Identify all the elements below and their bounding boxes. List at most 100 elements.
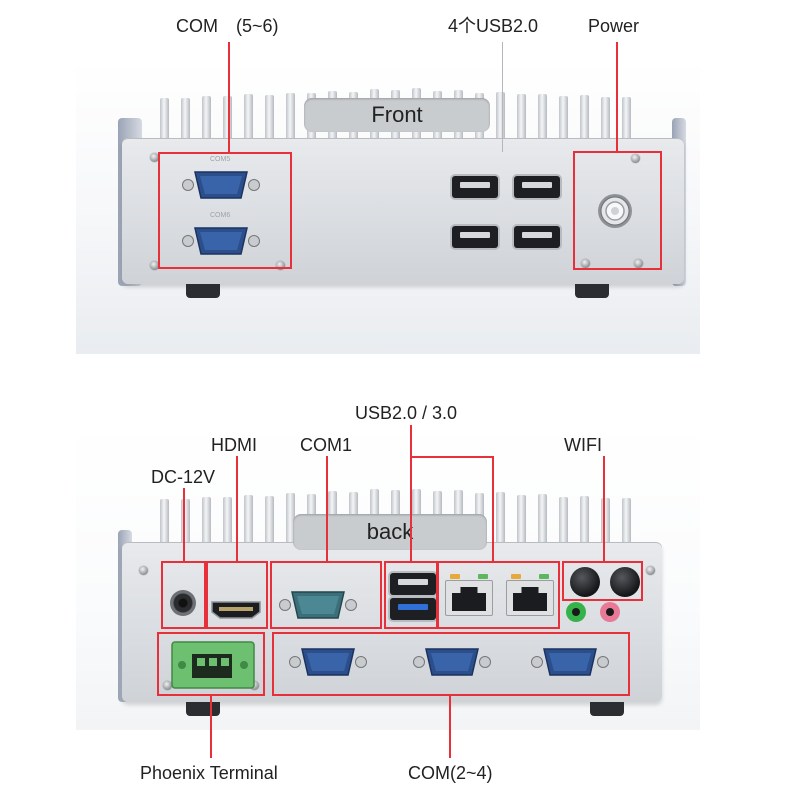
back-usb2-port — [390, 573, 436, 595]
phoenix-callout-line — [210, 696, 212, 758]
front-usb-port — [452, 226, 498, 248]
wifi-callout-line — [603, 456, 605, 561]
phoenix-callout-box — [157, 632, 265, 696]
lan-callout-line — [492, 456, 494, 561]
phoenix-label: Phoenix Terminal — [140, 763, 278, 783]
heatsink-fin — [181, 98, 190, 140]
heatsink-fin — [244, 495, 253, 544]
front-usb-port — [514, 226, 560, 248]
usb23-callout-box — [384, 561, 438, 629]
heatsink-fin — [622, 97, 631, 140]
com56-callout-box — [158, 152, 292, 269]
heatsink-fin — [496, 91, 505, 140]
screw — [581, 259, 590, 268]
screw — [163, 681, 172, 690]
dc-power-jack — [170, 590, 196, 616]
heatsink-fin — [265, 495, 274, 544]
front-usb-port — [452, 176, 498, 198]
hdmi-callout-box — [206, 561, 268, 629]
back-foot-right — [590, 702, 624, 716]
heatsink-fin — [517, 94, 526, 140]
wifi-antenna-connector — [570, 567, 600, 597]
com5-db9-port — [182, 171, 260, 199]
heatsink-fin — [160, 498, 169, 544]
front-foot-right — [575, 284, 609, 298]
com4-db9-port — [531, 648, 609, 676]
screw — [276, 261, 285, 270]
heatsink-fin — [580, 496, 589, 544]
heatsink-fin — [622, 497, 631, 544]
hdmi-label: HDMI — [211, 435, 257, 455]
usb23-callout-line — [410, 425, 412, 561]
usb-lan-connector-line — [410, 456, 494, 458]
hdmi-port — [211, 601, 261, 619]
com24-label: COM(2~4) — [408, 763, 493, 783]
heatsink-fin — [181, 498, 190, 544]
phoenix-terminal-connector — [171, 641, 255, 689]
back-usb3-port — [390, 598, 436, 620]
heatsink-fin — [202, 96, 211, 140]
wifi-callout-box — [562, 561, 643, 601]
heatsink-fin — [244, 94, 253, 140]
com1-label: COM1 — [300, 435, 353, 455]
heatsink-fin — [286, 92, 295, 140]
front-foot-left — [186, 284, 220, 298]
audio-mic-jack — [600, 602, 620, 622]
front-title: Front — [304, 98, 490, 132]
wifi-label: WIFI — [564, 435, 602, 455]
lan-callout-box — [437, 561, 560, 629]
back-foot-left — [186, 702, 220, 716]
heatsink-fin — [496, 492, 505, 544]
com1-callout-box — [270, 561, 382, 629]
heatsink-fin — [160, 97, 169, 140]
screw — [150, 261, 159, 270]
screw — [139, 566, 148, 575]
power-label: Power — [588, 16, 640, 36]
heatsink-fin — [559, 496, 568, 544]
heatsink-fin — [202, 496, 211, 544]
com56-callout-line — [228, 42, 230, 152]
front-usb-label: 4个USB2.0 — [448, 16, 539, 36]
screw — [634, 259, 643, 268]
usb-callout-line — [502, 42, 503, 152]
heatsink-fin — [580, 95, 589, 140]
front-panel — [122, 138, 684, 284]
front-usb-port — [514, 176, 560, 198]
screw — [150, 153, 159, 162]
usb23-label: USB2.0 / 3.0 — [355, 403, 458, 423]
com1-db9-port — [279, 591, 357, 619]
heatsink-fin — [601, 498, 610, 544]
heatsink-fin — [286, 493, 295, 544]
dc-callout-box — [161, 561, 206, 629]
power-callout-line — [616, 42, 618, 151]
heatsink-fin — [223, 96, 232, 140]
wifi-antenna-connector — [610, 567, 640, 597]
heatsink-fin — [601, 97, 610, 140]
power-button-icon — [598, 194, 632, 228]
power-callout-box — [573, 151, 662, 270]
com2-db9-port — [289, 648, 367, 676]
lan2-rj45-port — [506, 574, 554, 616]
com1-callout-line — [326, 456, 328, 561]
heatsink-fin — [265, 94, 274, 140]
heatsink-fin — [538, 494, 547, 544]
com3-db9-port — [413, 648, 491, 676]
com24-callout-box — [272, 632, 630, 696]
heatsink-fin — [517, 494, 526, 544]
hdmi-callout-line — [236, 456, 238, 561]
com6-db9-port — [182, 227, 260, 255]
heatsink-fin — [559, 95, 568, 140]
screw — [646, 566, 655, 575]
back-title: back — [293, 514, 487, 550]
com56-label: COM (5~6) — [176, 16, 279, 36]
heatsink-fin — [538, 93, 547, 140]
dc-callout-line — [183, 488, 185, 561]
com5-port-label: COM5 — [210, 156, 231, 163]
screw — [631, 154, 640, 163]
com24-callout-line — [449, 696, 451, 758]
heatsink-fin — [223, 497, 232, 544]
com6-port-label: COM6 — [210, 212, 231, 219]
lan1-rj45-port — [445, 574, 493, 616]
dc-label: DC-12V — [151, 467, 216, 487]
audio-line-out-jack — [566, 602, 586, 622]
